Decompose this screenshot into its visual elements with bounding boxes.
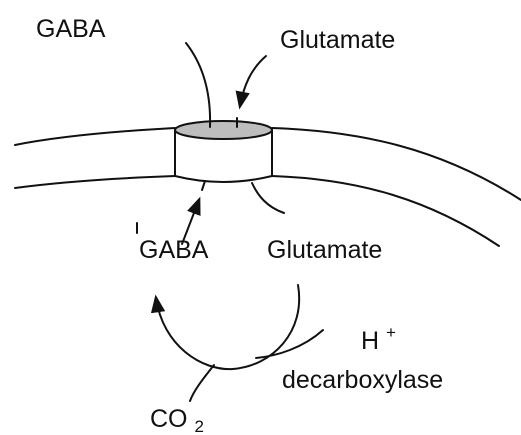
membrane-outer-line [14,127,176,146]
co2-subscript: 2 [194,417,203,435]
label-proton: H + [361,323,396,355]
label-co2: CO 2 [150,405,204,435]
proton-input-curve [255,329,324,359]
gaba-exit-path-bottom [181,196,201,245]
label-glutamate-outside: Glutamate [280,26,395,54]
channel-top [174,120,273,140]
co2-output-curve [189,364,215,402]
membrane-outer-line-right [271,127,521,201]
label-gaba-outside: GABA [36,15,106,43]
gaba-exit-dash [201,180,206,191]
decarboxylation-arc [150,284,301,371]
glutamate-entry-path-bottom [251,182,285,214]
membrane-inner-line-right [271,175,500,247]
membrane-inner-line [14,175,176,189]
glutamate-entry-arrow [235,55,267,110]
proton-symbol: H [361,327,379,355]
label-decarboxylase: decarboxylase [282,366,443,394]
label-glutamate-inside: Glutamate [267,236,382,264]
antiporter-channel [174,120,273,183]
label-gaba-inside: GABA [139,236,209,264]
gaba-exit-path-top [185,42,212,128]
co2-symbol: CO [150,405,188,433]
proton-charge: + [386,323,396,342]
